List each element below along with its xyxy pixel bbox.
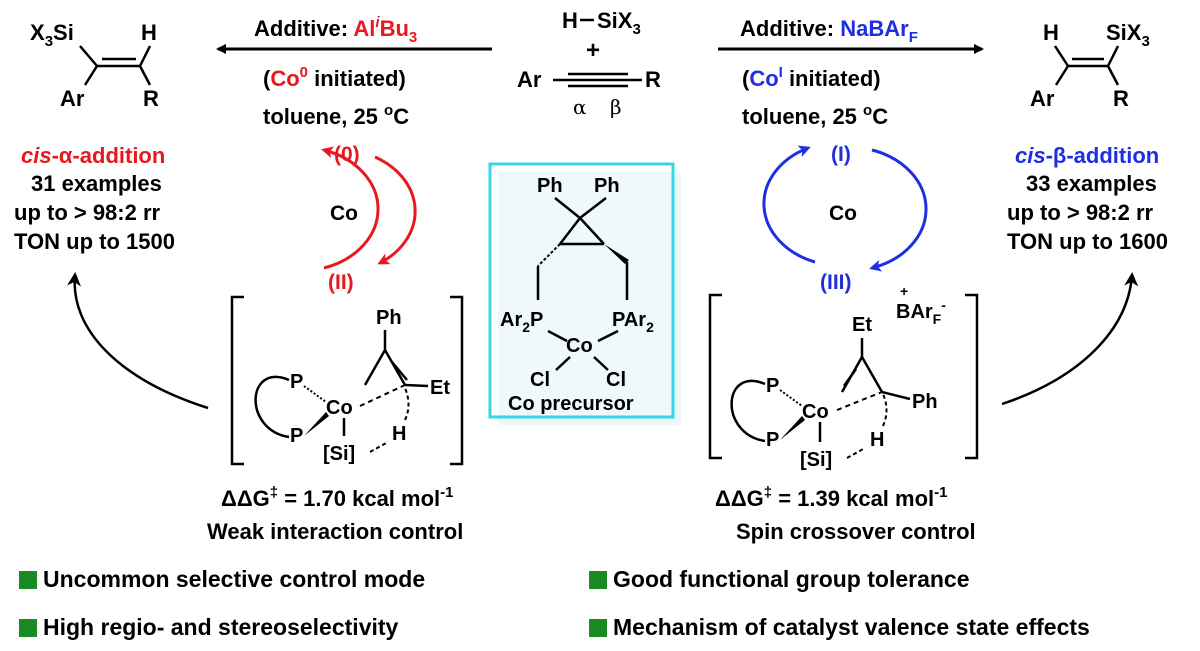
right-catalytic-cycle: (I) Co (III) — [762, 143, 928, 294]
green-square-icon — [19, 618, 37, 637]
highlight-item: Uncommon selective control mode — [19, 566, 425, 593]
svg-text:Ph: Ph — [594, 175, 620, 197]
svg-text:Additive: NaBArF: Additive: NaBArF — [740, 16, 918, 46]
svg-text:31 examples: 31 examples — [31, 171, 162, 196]
svg-text:P: P — [290, 425, 303, 447]
svg-text:Additive: AliBu3: Additive: AliBu3 — [254, 14, 417, 46]
svg-text:Ph: Ph — [376, 307, 402, 329]
svg-text:TON up to 1500: TON up to 1500 — [14, 229, 175, 254]
svg-text:Ar: Ar — [1030, 86, 1055, 111]
svg-text:PAr2: PAr2 — [612, 309, 654, 335]
svg-text:[Si]: [Si] — [800, 449, 832, 471]
svg-text:H: H — [1043, 20, 1059, 45]
right-transition-state: + BArF- Et Ph P P Co [Si] H ΔΔG‡ = 1.39 … — [708, 283, 979, 544]
arrow-to-beta-product — [1001, 272, 1139, 406]
svg-text:(CoI initiated): (CoI initiated) — [742, 64, 881, 91]
alpha-label: α — [573, 95, 587, 119]
svg-text:ΔΔG‡ = 1.70 kcal mol-1: ΔΔG‡ = 1.70 kcal mol-1 — [221, 484, 453, 511]
svg-text:P: P — [290, 371, 303, 393]
center-reagents: H SiX3 + Ar R α β — [517, 8, 661, 119]
svg-text:R: R — [143, 86, 159, 111]
svg-text:cis-α-addition: cis-α-addition — [21, 143, 165, 168]
svg-text:R: R — [1113, 86, 1129, 111]
co-precursor: Ph Ph Ar2P PAr2 Co Cl Cl Co precursor — [488, 162, 681, 425]
cycle-arrow-left-up — [762, 145, 816, 264]
svg-text:toluene, 25 oC: toluene, 25 oC — [742, 102, 888, 129]
svg-text:Cl: Cl — [530, 369, 550, 391]
silane-six: SiX — [597, 8, 633, 33]
svg-text:(II): (II) — [328, 271, 354, 294]
svg-text:H: H — [870, 429, 884, 451]
alkyne-ar: Ar — [517, 67, 542, 92]
svg-text:ΔΔG‡ = 1.39 kcal mol-1: ΔΔG‡ = 1.39 kcal mol-1 — [715, 484, 947, 511]
cycle-arrow-right-down — [374, 155, 417, 265]
left-product: X3Si H Ar R cis-α-addition 31 examples u… — [14, 20, 175, 254]
svg-text:Co: Co — [566, 335, 593, 357]
svg-text:33 examples: 33 examples — [1026, 171, 1157, 196]
precursor-box — [488, 162, 675, 419]
svg-text:[Si]: [Si] — [323, 443, 355, 465]
cycle-arrow-right-down — [869, 148, 928, 272]
svg-text:BArF-: BArF- — [896, 297, 946, 327]
svg-text:(Co0 initiated): (Co0 initiated) — [263, 64, 406, 91]
right-conditions: Additive: NaBArF (CoI initiated) toluene… — [740, 16, 918, 129]
left-conditions: Additive: AliBu3 (Co0 initiated) toluene… — [254, 14, 417, 129]
svg-text:SiX3: SiX3 — [597, 8, 641, 38]
svg-text:X3Si: X3Si — [30, 20, 74, 50]
svg-text:Co: Co — [326, 397, 353, 419]
silane-h: H — [562, 8, 578, 33]
beta-label: β — [610, 95, 622, 119]
svg-text:H: H — [392, 423, 406, 445]
alkyne-r: R — [645, 67, 661, 92]
svg-text:SiX3: SiX3 — [1106, 20, 1150, 50]
svg-text:Co: Co — [330, 202, 358, 225]
svg-text:Et: Et — [430, 377, 450, 399]
svg-text:P: P — [766, 429, 779, 451]
svg-text:Ar: Ar — [60, 86, 85, 111]
arrow-to-alpha-product — [67, 272, 209, 410]
svg-text:toluene, 25 oC: toluene, 25 oC — [263, 102, 409, 129]
plus-sign: + — [586, 37, 600, 64]
svg-text:TON up to 1600: TON up to 1600 — [1007, 229, 1168, 254]
svg-text:Weak interaction control: Weak interaction control — [207, 519, 463, 544]
highlight-item: High regio- and stereoselectivity — [19, 614, 398, 641]
svg-text:Ar2P: Ar2P — [500, 309, 543, 335]
svg-text:cis-β-addition: cis-β-addition — [1015, 143, 1159, 168]
svg-text:(III): (III) — [820, 271, 852, 294]
svg-text:Ph: Ph — [912, 391, 938, 413]
svg-text:H: H — [141, 20, 157, 45]
svg-text:Ph: Ph — [537, 175, 563, 197]
green-square-icon — [19, 570, 37, 589]
svg-text:Et: Et — [852, 314, 872, 336]
svg-text:P: P — [766, 375, 779, 397]
svg-text:(I): (I) — [831, 143, 851, 166]
left-transition-state: Ph Et P P Co [Si] H ΔΔG‡ = 1.70 kcal mol… — [207, 295, 463, 544]
left-catalytic-cycle: (0) Co (II) — [321, 143, 417, 294]
svg-text:Co precursor: Co precursor — [508, 393, 634, 415]
svg-text:Co: Co — [829, 202, 857, 225]
svg-text:+: + — [900, 283, 908, 299]
green-square-icon — [589, 618, 607, 637]
cycle-arrow-left-down — [321, 146, 380, 270]
svg-text:up to > 98:2 rr: up to > 98:2 rr — [14, 200, 161, 225]
highlight-item: Mechanism of catalyst valence state effe… — [589, 614, 1090, 641]
green-square-icon — [589, 570, 607, 589]
right-product: H SiX3 Ar R cis-β-addition 33 examples u… — [1007, 20, 1168, 254]
svg-text:Cl: Cl — [606, 369, 626, 391]
highlight-item: Good functional group tolerance — [589, 566, 970, 593]
svg-text:(0): (0) — [334, 143, 360, 166]
svg-text:Spin crossover control: Spin crossover control — [736, 519, 976, 544]
svg-text:up to > 98:2 rr: up to > 98:2 rr — [1007, 200, 1154, 225]
svg-text:Co: Co — [802, 401, 829, 423]
